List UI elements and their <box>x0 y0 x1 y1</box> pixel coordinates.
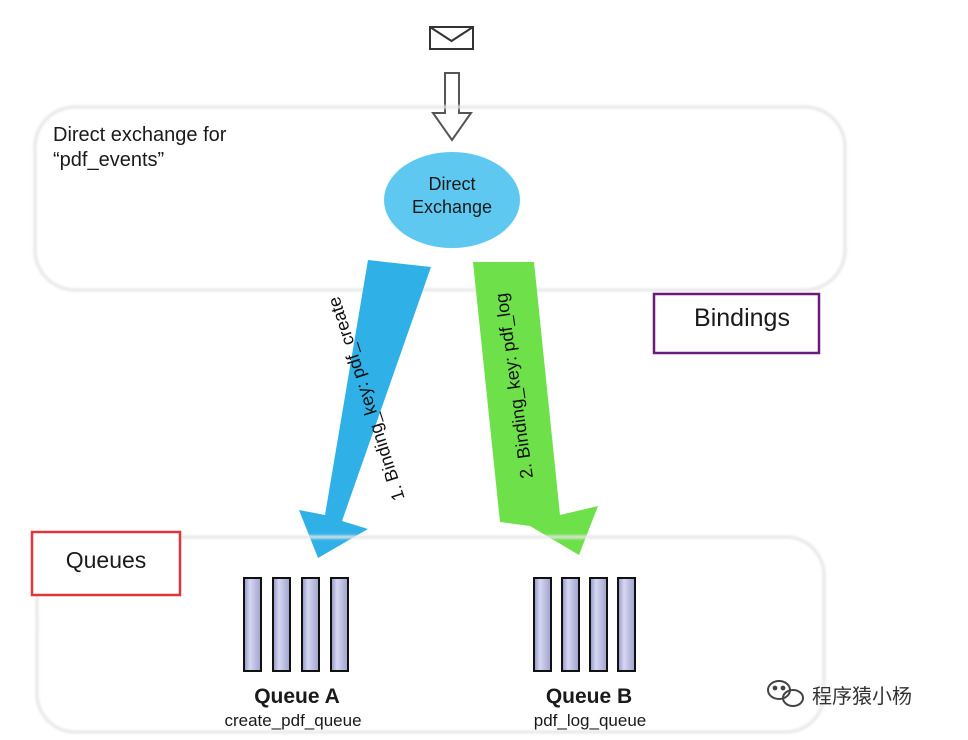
exchange-node-line2: Exchange <box>412 197 492 217</box>
envelope-icon <box>429 26 474 50</box>
queue-b-slot <box>561 577 580 672</box>
binding-arrow-pdf-create <box>299 260 431 558</box>
queue-b-name: Queue B <box>546 685 632 708</box>
direct-exchange-node <box>384 152 520 248</box>
queue-b-slot <box>533 577 552 672</box>
watermark-text: 程序猿小杨 <box>812 685 912 708</box>
queue-a-bars <box>243 577 349 672</box>
queue-b-slot <box>589 577 608 672</box>
queues-box <box>35 535 826 734</box>
exchange-node-line1: Direct <box>428 174 475 194</box>
queue-a-id: create_pdf_queue <box>224 711 361 730</box>
bindings-tag-box <box>652 292 821 355</box>
queue-b-bars <box>533 577 636 672</box>
queue-a-slot <box>330 577 349 672</box>
queue-a-name: Queue A <box>254 685 340 708</box>
queue-a-slot <box>243 577 262 672</box>
wechat-icon <box>767 680 804 707</box>
queues-tag-box <box>30 530 182 597</box>
exchange-box-label-line1: Direct exchange for <box>53 124 227 146</box>
queue-a-slot <box>301 577 320 672</box>
binding-arrow-pdf-log <box>473 262 598 555</box>
queue-b-slot <box>617 577 636 672</box>
exchange-box-label-line2: “pdf_events” <box>53 149 164 171</box>
queues-tag-label: Queues <box>66 547 147 573</box>
queue-b-id: pdf_log_queue <box>534 711 647 730</box>
queue-a-slot <box>272 577 291 672</box>
exchange-box <box>33 105 847 292</box>
bindings-tag-label: Bindings <box>694 304 790 332</box>
